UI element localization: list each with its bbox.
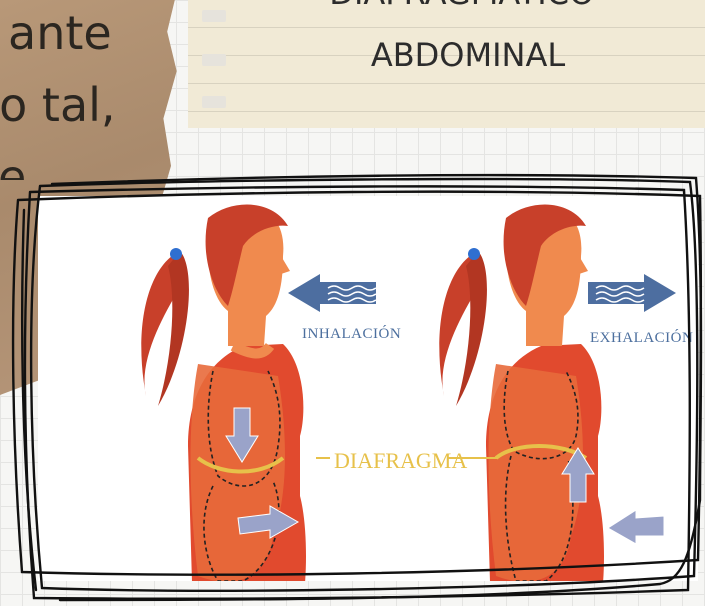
binder-tab	[202, 96, 226, 108]
breathing-illustration	[38, 196, 698, 581]
hair-tie-icon	[170, 248, 182, 260]
exhale-label: EXHALACIÓN	[590, 330, 693, 347]
hair-tie-icon	[468, 248, 480, 260]
title-line-1: DIAFRAGMATICO-	[258, 0, 678, 12]
illustration-svg	[38, 196, 698, 581]
figure-inhale	[141, 205, 376, 581]
diaphragm-label: DIAFRAGMA	[334, 448, 467, 474]
kraft-line-2: no tal,	[0, 76, 116, 134]
title-line-2: ABDOMINAL	[258, 36, 678, 74]
kraft-line-3: e	[0, 148, 26, 180]
binder-tab	[202, 54, 226, 66]
kraft-line-1: ante	[8, 4, 112, 62]
exhale-arrow-icon	[588, 274, 676, 312]
binder-tab	[202, 10, 226, 22]
figure-exhale	[439, 205, 676, 581]
push-arrow-icon	[608, 510, 664, 544]
note-card: DIAFRAGMATICO- ABDOMINAL	[188, 0, 705, 128]
inhale-label: INHALACIÓN	[302, 326, 401, 343]
